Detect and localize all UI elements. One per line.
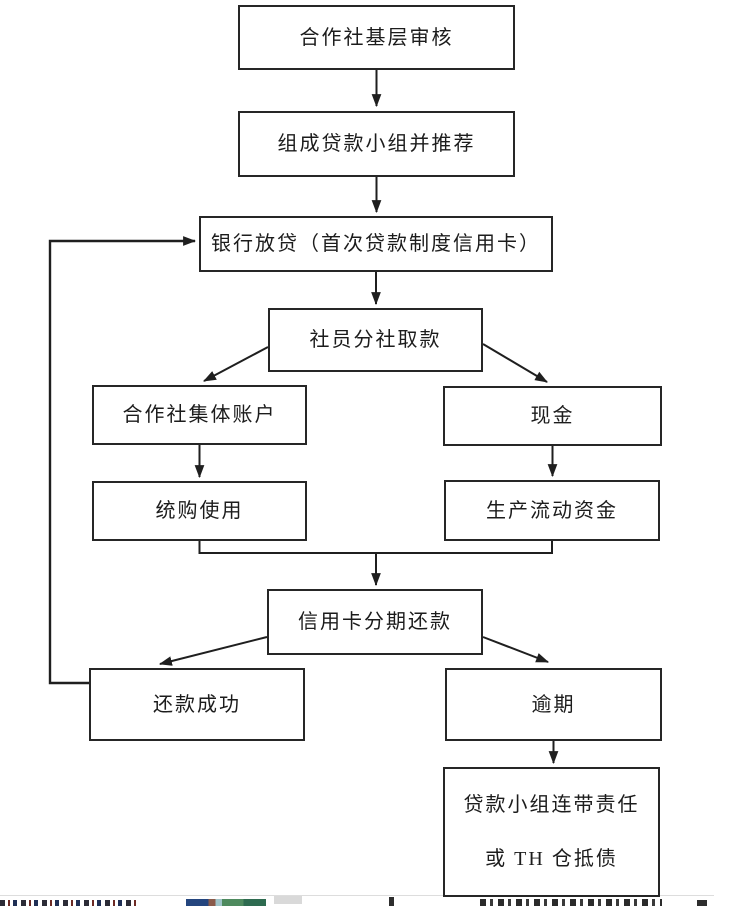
- node-unified-purchase: 统购使用: [92, 481, 307, 541]
- node-bank-lending: 银行放贷（首次贷款制度信用卡）: [199, 216, 553, 272]
- node-collective-account: 合作社集体账户: [92, 385, 307, 445]
- cropped-image-fragment: [186, 899, 266, 906]
- node-cash: 现金: [443, 386, 662, 446]
- node-repayment-success: 还款成功: [89, 668, 305, 741]
- edge-withdraw-to-cash: [482, 343, 548, 383]
- node-joint-liability-line2: 或 TH 仓抵债: [485, 848, 618, 870]
- cropped-content-divider: [0, 895, 714, 896]
- edge-withdraw-to-account: [203, 346, 269, 382]
- cropped-mark-fragment-right: [697, 900, 707, 906]
- node-overdue: 逾期: [445, 668, 662, 741]
- node-installment-repayment: 信用卡分期还款: [267, 589, 483, 655]
- node-joint-liability-line1: 贷款小组连带责任: [463, 794, 640, 816]
- node-cooperative-review: 合作社基层审核: [238, 5, 515, 70]
- cropped-gray-fragment: [274, 896, 302, 904]
- edge-merge-rail: [198, 541, 553, 554]
- cropped-text-fragment-left: [0, 900, 138, 906]
- node-form-loan-group: 组成贷款小组并推荐: [238, 111, 515, 177]
- edge-repay-to-overdue: [482, 636, 550, 663]
- node-joint-liability: 贷款小组连带责任 或 TH 仓抵债: [443, 767, 660, 897]
- cropped-mark-fragment-center: [389, 897, 394, 906]
- node-member-withdrawal: 社员分社取款: [268, 308, 483, 372]
- node-working-capital: 生产流动资金: [444, 480, 660, 541]
- edge-repay-to-success: [158, 636, 268, 666]
- cropped-text-fragment-right: [480, 899, 662, 906]
- edge-feedback-loop: [48, 236, 197, 685]
